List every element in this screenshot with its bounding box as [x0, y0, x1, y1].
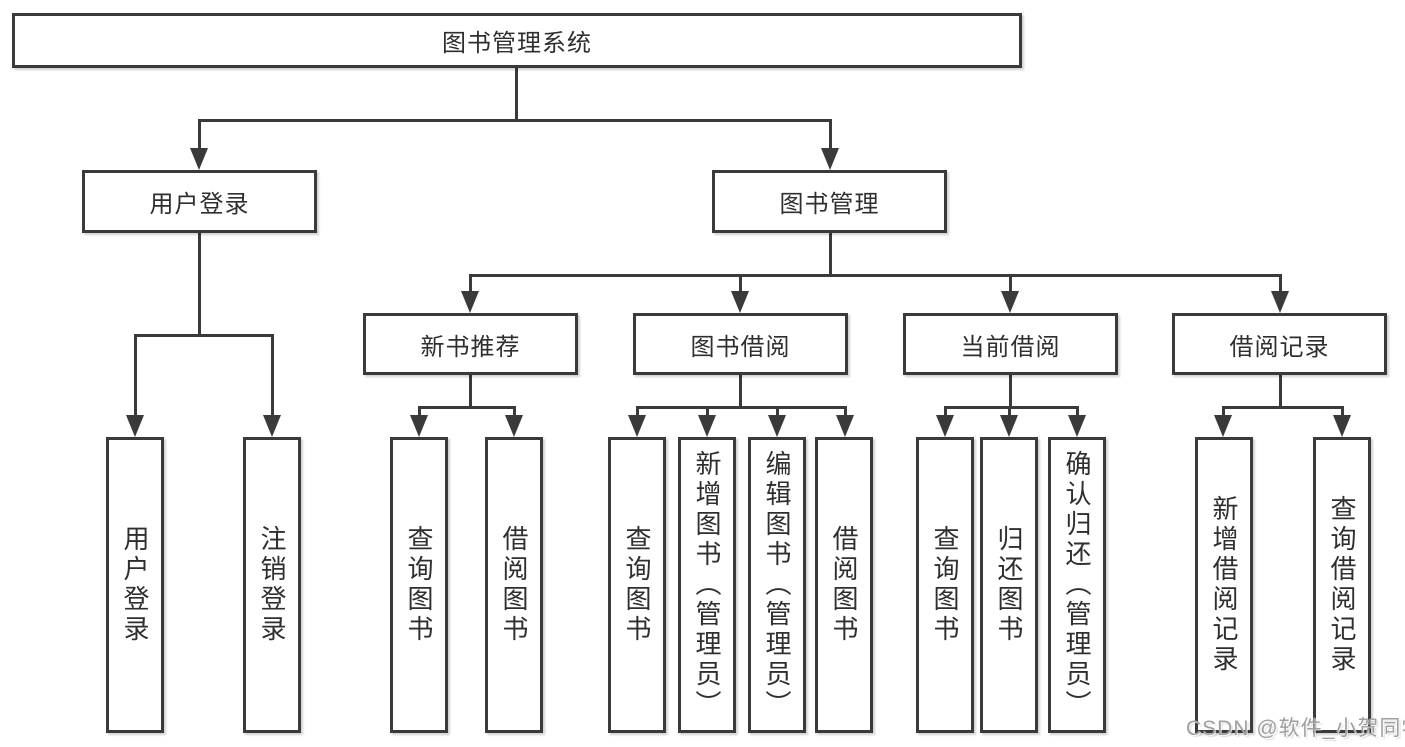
- node-user-login: 用户登录: [82, 170, 317, 233]
- connector-arrow-icon: [190, 148, 208, 170]
- connector-line: [271, 334, 274, 416]
- node-borrow-records: 借阅记录: [1172, 313, 1387, 375]
- connector-line: [198, 119, 201, 150]
- leaf-user-login: 用户登录: [106, 437, 164, 733]
- node-current-borrow: 当前借阅: [903, 313, 1118, 375]
- connector-line: [829, 233, 832, 277]
- leaf-query-book-current: 查询图书: [916, 437, 974, 733]
- connector-arrow-icon: [1068, 415, 1086, 437]
- connector-arrow-icon: [628, 415, 646, 437]
- leaf-logout: 注销登录: [243, 437, 301, 733]
- connector-line: [134, 334, 274, 337]
- connector-arrow-icon: [126, 415, 144, 437]
- connector-arrow-icon: [768, 415, 786, 437]
- leaf-borrow-book: 借阅图书: [815, 437, 873, 733]
- connector-line: [1008, 406, 1011, 416]
- connector-arrow-icon: [821, 148, 839, 170]
- connector-line: [944, 406, 947, 416]
- connector-arrow-icon: [836, 415, 854, 437]
- connector-arrow-icon: [1001, 291, 1019, 313]
- connector-arrow-icon: [731, 291, 749, 313]
- node-book-borrow: 图书借阅: [633, 313, 848, 375]
- leaf-query-book-borrow: 查询图书: [608, 437, 666, 733]
- connector-line: [1222, 406, 1342, 409]
- leaf-borrow-book-recommend: 借阅图书: [485, 437, 543, 733]
- connector-line: [515, 68, 518, 121]
- connector-line: [1341, 406, 1344, 416]
- connector-line: [829, 119, 832, 150]
- connector-line: [513, 406, 516, 416]
- node-root: 图书管理系统: [12, 13, 1022, 68]
- connector-arrow-icon: [461, 291, 479, 313]
- leaf-query-borrow-record: 查询借阅记录: [1313, 437, 1371, 733]
- connector-line: [198, 119, 832, 122]
- node-book-management: 图书管理: [712, 170, 947, 233]
- connector-line: [1279, 375, 1282, 409]
- connector-line: [1009, 274, 1012, 292]
- leaf-confirm-return-admin: 确认归还（管理员）: [1048, 437, 1106, 733]
- connector-arrow-icon: [1000, 415, 1018, 437]
- leaf-return-book: 归还图书: [980, 437, 1038, 733]
- watermark: CSDN @软件_小贺同学: [1186, 717, 1405, 740]
- connector-line: [636, 406, 639, 416]
- node-new-book-recommend: 新书推荐: [363, 313, 578, 375]
- leaf-add-book-admin: 新增图书（管理员）: [678, 437, 736, 733]
- connector-line: [1009, 375, 1012, 409]
- connector-arrow-icon: [1333, 415, 1351, 437]
- connector-line: [844, 406, 847, 416]
- connector-line: [418, 406, 516, 409]
- connector-arrow-icon: [505, 415, 523, 437]
- connector-line: [636, 406, 846, 409]
- connector-line: [198, 233, 201, 336]
- connector-arrow-icon: [698, 415, 716, 437]
- connector-line: [944, 406, 1079, 409]
- connector-line: [469, 274, 472, 292]
- connector-arrow-icon: [1214, 415, 1232, 437]
- connector-line: [706, 406, 709, 416]
- connector-line: [1222, 406, 1225, 416]
- connector-line: [469, 274, 1282, 277]
- connector-arrow-icon: [263, 415, 281, 437]
- connector-line: [1076, 406, 1079, 416]
- connector-line: [134, 334, 137, 416]
- connector-line: [1279, 274, 1282, 292]
- leaf-query-book-recommend: 查询图书: [390, 437, 448, 733]
- connector-arrow-icon: [1271, 291, 1289, 313]
- leaf-edit-book-admin: 编辑图书（管理员）: [748, 437, 806, 733]
- connector-line: [776, 406, 779, 416]
- connector-line: [469, 375, 472, 409]
- leaf-add-borrow-record: 新增借阅记录: [1195, 437, 1253, 733]
- connector-arrow-icon: [410, 415, 428, 437]
- connector-line: [739, 375, 742, 409]
- connector-arrow-icon: [936, 415, 954, 437]
- connector-line: [739, 274, 742, 292]
- connector-line: [418, 406, 421, 416]
